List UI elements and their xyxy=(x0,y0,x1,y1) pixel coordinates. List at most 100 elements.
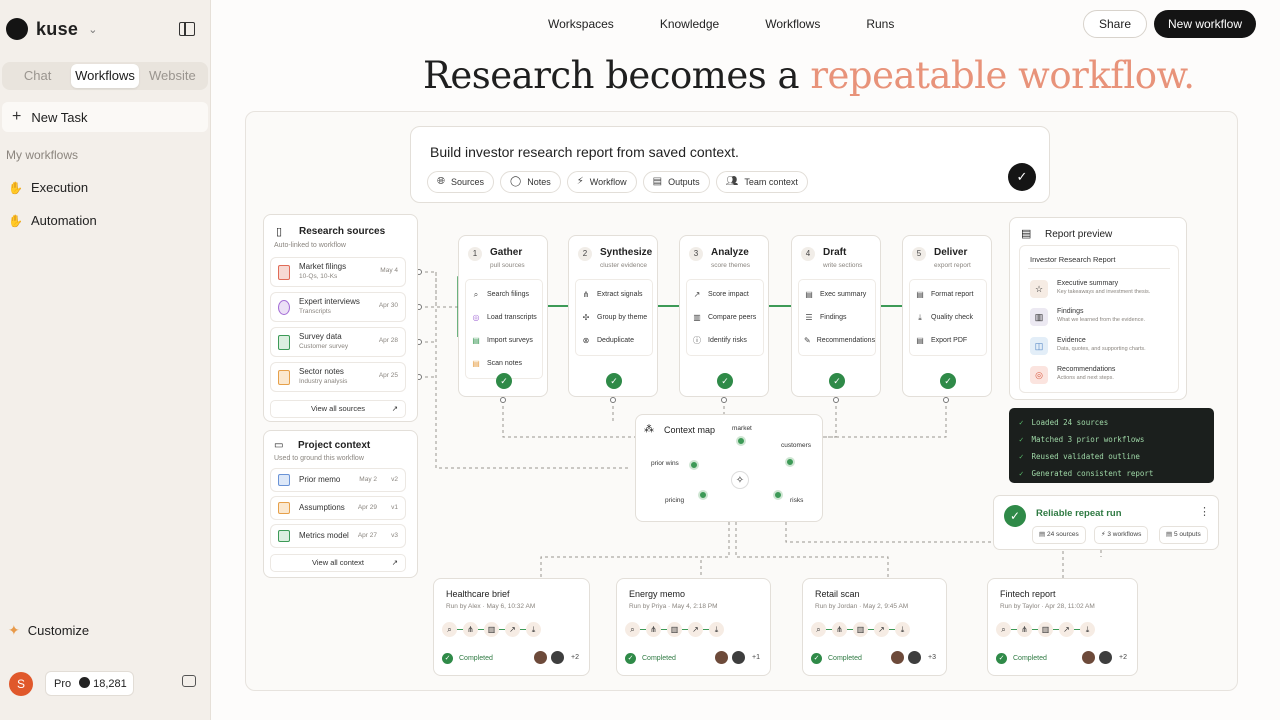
customize-button[interactable]: ✦ Customize xyxy=(8,622,89,639)
chip-notes[interactable]: ◯Notes xyxy=(500,171,561,193)
step-gather[interactable]: 1 Gather pull sources ⌕Search filings ◎L… xyxy=(458,235,548,397)
step-action[interactable]: ✎Recommendations xyxy=(799,329,875,352)
source-item[interactable]: Survey data Customer survey Apr 28 xyxy=(270,327,406,357)
step-action[interactable]: ▤Export PDF xyxy=(910,329,986,352)
network-icon: ⋔ xyxy=(1017,622,1032,637)
context-item[interactable]: Metrics model Apr 27 v3 xyxy=(270,524,406,548)
source-item[interactable]: Market filings 10-Qs, 10-Ks May 4 xyxy=(270,257,406,287)
step-action[interactable]: ☰Findings xyxy=(799,306,875,329)
step-action[interactable]: ⤓Quality check xyxy=(910,306,986,329)
run-card[interactable]: Retail scan Run by Jordan · May 2, 9:45 … xyxy=(802,578,947,676)
avatar[interactable]: S xyxy=(9,672,33,696)
document-icon: ▤ xyxy=(652,176,663,187)
step-action[interactable]: ⌕Search filings xyxy=(466,283,542,306)
search-icon: ⌕ xyxy=(473,289,479,299)
node-customers[interactable] xyxy=(785,457,795,467)
download-icon: ⤓ xyxy=(526,622,541,637)
nav-knowledge[interactable]: Knowledge xyxy=(659,17,720,31)
pdf-icon xyxy=(278,265,290,280)
doc-icon xyxy=(278,370,290,385)
step-action[interactable]: ▤Exec summary xyxy=(799,283,875,306)
chat-icon xyxy=(278,300,290,315)
step-draft[interactable]: 4 Draft write sections ▤Exec summary ☰Fi… xyxy=(791,235,881,397)
run-card[interactable]: Healthcare brief Run by Alex · May 6, 10… xyxy=(433,578,590,676)
sidebar-toggle-icon[interactable] xyxy=(179,22,195,36)
view-all-context-button[interactable]: View all context ↗ xyxy=(270,554,406,572)
tab-workflows[interactable]: Workflows xyxy=(71,64,139,88)
repeat-run-card[interactable]: ✓ Reliable repeat run ⋮ ▤ 24 sources ⚡︎ … xyxy=(993,495,1219,550)
mode-tabs: Chat Workflows Website xyxy=(2,62,208,90)
avatar xyxy=(533,650,549,665)
chip-sources[interactable]: 🌐︎Sources xyxy=(427,171,495,193)
step-action[interactable]: ▤Import surveys xyxy=(466,329,542,352)
bar-chart-icon: ▥ xyxy=(484,622,499,637)
alert-icon: ⓘ xyxy=(693,336,701,345)
chip-sources-count: ▤ 24 sources xyxy=(1032,526,1086,544)
node-prior-wins[interactable] xyxy=(689,460,699,470)
sidebar-item-automation[interactable]: ✋ Automation xyxy=(8,213,97,228)
step-action[interactable]: ⊗Deduplicate xyxy=(576,329,652,352)
source-item[interactable]: Sector notes Industry analysis Apr 25 xyxy=(270,362,406,392)
run-meta: Run by Priya · May 4, 2:18 PM xyxy=(629,603,718,610)
chip-outputs-count: ▤ 5 outputs xyxy=(1159,526,1208,544)
node-market[interactable] xyxy=(736,436,746,446)
section-sub: Actions and next steps. xyxy=(1057,375,1114,381)
network-icon: ⋔ xyxy=(646,622,661,637)
network-icon: ⁂ xyxy=(644,424,654,435)
step-action[interactable]: ▤Scan notes xyxy=(466,352,542,375)
log-line: ✓Loaded 24 sources xyxy=(1019,414,1204,431)
context-item[interactable]: Assumptions Apr 29 v1 xyxy=(270,496,406,520)
context-item[interactable]: Prior memo May 2 v2 xyxy=(270,468,406,492)
source-item[interactable]: Expert interviews Transcripts Apr 30 xyxy=(270,292,406,322)
step-action[interactable]: ⋔Extract signals xyxy=(576,283,652,306)
chip-team-context[interactable]: 👥︎Team context xyxy=(715,171,808,193)
more-options-icon[interactable]: ⋮ xyxy=(1199,506,1210,518)
report-preview-card[interactable]: ▤ Report preview Investor Research Repor… xyxy=(1009,217,1187,400)
nav-runs[interactable]: Runs xyxy=(866,17,895,31)
tab-chat[interactable]: Chat xyxy=(23,68,52,83)
run-card[interactable]: Fintech report Run by Taylor · Apr 28, 1… xyxy=(987,578,1138,676)
speech-bubble-icon: ◯ xyxy=(510,176,522,187)
sidebar-item-execution[interactable]: ✋ Execution xyxy=(8,180,88,195)
node-risks[interactable] xyxy=(773,490,783,500)
sidebar-item-label: Automation xyxy=(30,213,97,228)
node-pricing[interactable] xyxy=(698,490,708,500)
context-map-card[interactable]: ⁂ Context map market customers risks pri… xyxy=(635,414,823,522)
nav-workflows[interactable]: Workflows xyxy=(765,17,821,31)
step-analyze[interactable]: 3 Analyze score themes ↗Score impact ▥Co… xyxy=(679,235,769,397)
step-deliver[interactable]: 5 Deliver export report ▤Format report ⤓… xyxy=(902,235,992,397)
share-button[interactable]: Share xyxy=(1083,10,1147,38)
feedback-icon[interactable] xyxy=(182,675,196,687)
check-icon: ✓ xyxy=(1019,418,1024,427)
step-action[interactable]: ↗Score impact xyxy=(687,283,763,306)
plan-badge[interactable]: Pro 18,281 xyxy=(45,671,134,696)
step-synthesize[interactable]: 2 Synthesize cluster evidence ⋔Extract s… xyxy=(568,235,658,397)
download-icon: ⤓ xyxy=(918,312,922,322)
step-action[interactable]: ▤Format report xyxy=(910,283,986,306)
context-map-title: Context map xyxy=(664,425,716,435)
chip-outputs[interactable]: ▤Outputs xyxy=(642,171,710,193)
prompt-card[interactable]: Build investor research report from save… xyxy=(410,126,1050,203)
new-workflow-button[interactable]: New workflow xyxy=(1154,10,1256,38)
puzzle-icon: ✦ xyxy=(8,622,20,638)
step-action[interactable]: ◎Load transcripts xyxy=(466,306,542,329)
source-meta: Customer survey xyxy=(299,343,349,350)
view-all-sources-button[interactable]: View all sources ↗ xyxy=(270,400,406,418)
step-action[interactable]: ▥Compare peers xyxy=(687,306,763,329)
tab-website[interactable]: Website xyxy=(148,68,196,83)
submit-check-button[interactable]: ✓ xyxy=(1008,163,1036,191)
section-sub: Key takeaways and investment thesis. xyxy=(1057,289,1151,295)
brand[interactable]: kuse ⌄ xyxy=(6,18,97,40)
run-card[interactable]: Energy memo Run by Priya · May 4, 2:18 P… xyxy=(616,578,771,676)
step-action[interactable]: ✣Group by theme xyxy=(576,306,652,329)
step-subtitle: export report xyxy=(934,262,971,269)
success-check-icon: ✓ xyxy=(1004,505,1026,527)
nav-workspaces[interactable]: Workspaces xyxy=(548,17,614,31)
step-subtitle: score themes xyxy=(711,262,751,269)
check-icon: ✓ xyxy=(1019,469,1024,478)
chip-workflow[interactable]: ⚡︎Workflow xyxy=(566,171,637,193)
run-avatars: +1 xyxy=(714,650,760,665)
new-task-button[interactable]: + New Task xyxy=(2,102,208,132)
view-all-label: View all context xyxy=(312,558,364,567)
